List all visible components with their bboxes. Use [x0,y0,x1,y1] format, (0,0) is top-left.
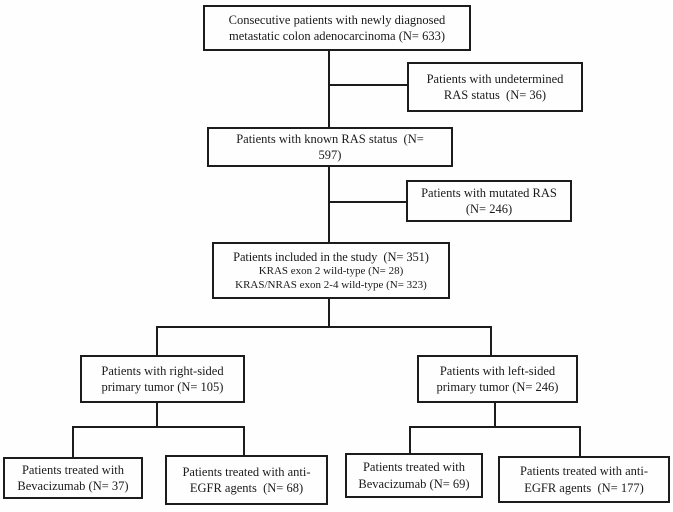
box-right-anti-egfr: Patients treated with anti- EGFR agents … [165,455,328,505]
box-mutated-ras: Patients with mutated RAS (N= 246) [406,180,572,222]
connector-down-right-egfr [243,426,245,457]
connector-down-right-bevacizumab [72,426,74,459]
connector-down-left-sided [490,326,492,357]
connector-known-to-included [328,165,330,244]
connector-split-sides [156,326,492,328]
connector-branch-mutated [328,201,408,203]
box-included-in-study: Patients included in the study (N= 351) … [212,242,450,299]
box-text-line: Patients with mutated RAS [421,185,557,200]
box-known-ras: Patients with known RAS status (N= 597) [207,127,453,167]
box-text-line: Patients treated with [362,460,466,475]
box-text-line: metastatic colon adenocarcinoma (N= 633) [229,29,445,43]
box-text-line: (N= 246) [465,202,513,216]
box-text-line: Consecutive patients with newly diagnose… [228,12,446,27]
box-text-line: KRAS/NRAS exon 2-4 wild-type (N= 323) [235,278,427,291]
box-left-sided-tumor: Patients with left-sided primary tumor (… [417,355,578,403]
box-right-sided-tumor: Patients with right-sided primary tumor … [80,355,245,403]
box-consecutive-patients: Consecutive patients with newly diagnose… [203,5,471,51]
box-text-line: EGFR agents (N= 68) [189,481,304,495]
connector-total-to-known [328,49,330,129]
box-text-line: RAS status (N= 36) [443,88,547,102]
box-right-bevacizumab: Patients treated with Bevacizumab (N= 37… [3,457,143,499]
connector-down-right-sided [156,326,158,357]
connector-split-right-treatments [72,426,245,428]
box-text-line: Bevacizumab (N= 69) [358,476,470,491]
box-text-line: Patients with undetermined [426,71,564,86]
connector-right-sided-down [156,401,158,428]
connector-split-left-treatments [409,426,581,428]
connector-down-left-egfr [579,426,581,458]
connector-left-sided-down [494,401,496,428]
box-text-line: Patients with left-sided [439,363,556,378]
box-text-line: Patients with right-sided [101,363,224,378]
box-text-line: Patients with known RAS status (N= [236,131,424,146]
connector-branch-undetermined [328,84,409,86]
box-text-line: primary tumor (N= 246) [436,380,559,394]
box-text-line: Patients included in the study (N= 351) [233,249,429,264]
box-left-bevacizumab: Patients treated with Bevacizumab (N= 69… [345,453,483,498]
box-text-line: KRAS exon 2 wild-type (N= 28) [258,264,404,277]
box-text-line: EGFR agents (N= 177) [524,480,644,495]
connector-included-down [328,297,330,328]
box-text-line: primary tumor (N= 105) [101,380,224,394]
box-left-anti-egfr: Patients treated with anti- EGFR agents … [498,456,670,503]
box-text-line: 597) [318,148,342,162]
box-text-line: Patients treated with anti- [519,464,649,479]
connector-down-left-bevacizumab [409,426,411,455]
box-text-line: Bevacizumab (N= 37) [17,479,129,493]
box-text-line: Patients treated with [21,462,125,477]
box-undetermined-ras: Patients with undetermined RAS status (N… [407,62,583,112]
box-text-line: Patients treated with anti- [182,464,311,479]
